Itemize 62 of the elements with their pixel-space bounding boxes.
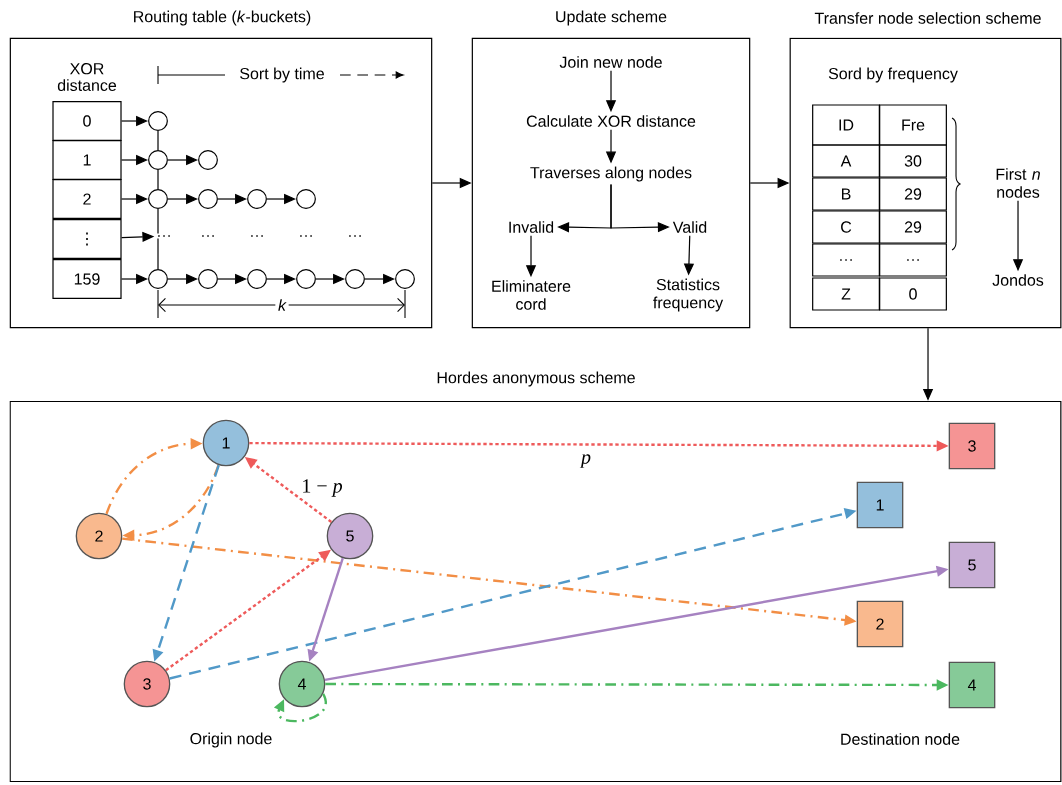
table-cell: 159 <box>52 259 122 299</box>
node-label: Hordes anonymous scheme <box>437 371 635 387</box>
dimension-label: k <box>275 296 289 314</box>
step-text: Eliminatere cord <box>492 280 571 310</box>
table-cell: 29 <box>879 177 947 211</box>
table-cell: 2 <box>52 179 122 219</box>
table-cell: … <box>879 243 947 277</box>
arrow <box>273 693 327 723</box>
bucket-node <box>247 269 267 289</box>
step-text: Jondos <box>992 274 1044 286</box>
edge-label: 1 − p <box>300 477 344 499</box>
bucket-node <box>148 269 168 289</box>
bucket-node <box>198 269 218 289</box>
ellipsis: … <box>349 235 361 237</box>
table-cell: ID <box>812 104 880 146</box>
table-cell: … <box>812 243 880 277</box>
step-text: Calculate XOR distance <box>526 115 696 127</box>
ellipsis: … <box>158 235 170 237</box>
group-label: Origin node <box>187 729 276 751</box>
destination-square: 1 <box>856 481 904 529</box>
step-text: Traverses along nodes <box>530 166 692 182</box>
bucket-node <box>296 269 316 289</box>
bucket-node <box>296 189 316 209</box>
step-text: First n nodes <box>996 168 1040 198</box>
ellipsis: … <box>202 235 214 237</box>
table-cell: Fre <box>879 104 947 146</box>
table-cell: A <box>812 144 880 178</box>
step-text: Valid <box>672 221 707 233</box>
table-cell: 30 <box>879 144 947 178</box>
bucket-node <box>148 150 168 170</box>
table-cell: Z <box>812 277 880 311</box>
bucket-node <box>345 269 365 289</box>
table-cell: B <box>812 177 880 211</box>
destination-square: 4 <box>948 661 996 709</box>
group-label: Destination node <box>837 730 963 748</box>
destination-square: 5 <box>948 541 996 589</box>
destination-square: 2 <box>856 600 904 648</box>
table-cell: 29 <box>879 210 947 244</box>
bucket-node <box>148 189 168 209</box>
table-cell: 0 <box>52 101 122 141</box>
ellipsis: … <box>300 235 312 237</box>
node-label: Transfer node selection scheme <box>814 12 1041 24</box>
edge-label: p <box>579 452 593 470</box>
table-cell: ⋮ <box>52 219 122 259</box>
node-label: Update scheme <box>556 10 667 26</box>
table-cell: 1 <box>52 140 122 180</box>
destination-square: 3 <box>948 422 996 470</box>
table-cell: C <box>812 210 880 244</box>
step-text: Statistics frequency <box>653 278 724 312</box>
table-cell: 0 <box>879 277 947 311</box>
bucket-node <box>247 189 267 209</box>
step-text: Invalid <box>509 221 554 233</box>
table-title: Sord by frequency <box>825 64 961 86</box>
node-label: Routing table (k-buckets) <box>134 10 311 26</box>
direction-label: Sort by time <box>236 64 328 86</box>
ellipsis: … <box>251 235 263 237</box>
step-text: Join new node <box>559 56 662 68</box>
bucket-node <box>198 150 218 170</box>
bucket-node <box>148 111 168 131</box>
axis-title: XOR distance <box>57 63 117 91</box>
bucket-node <box>395 269 415 289</box>
bucket-node <box>198 189 218 209</box>
